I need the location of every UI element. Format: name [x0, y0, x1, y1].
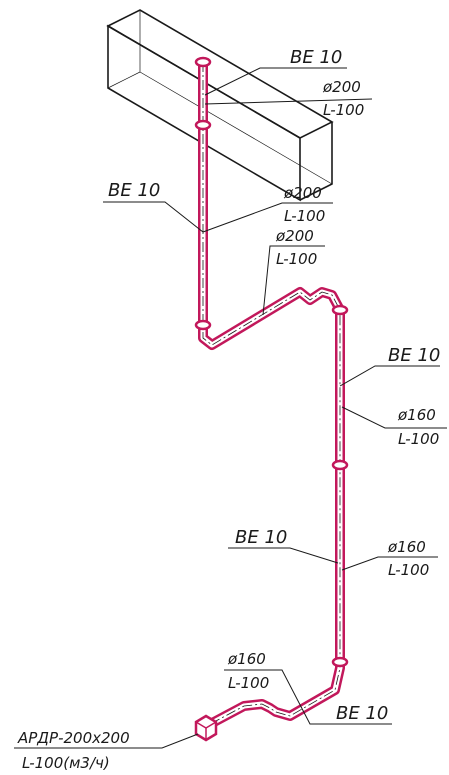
callout-bottom-name: BE 10 [336, 703, 388, 724]
duct-route [194, 56, 349, 733]
callout-right-upper: BE 10 ø160 L-100 [339, 345, 447, 448]
callout-right-lower-len: L-100 [388, 561, 429, 579]
diffuser-icon [194, 714, 218, 742]
callout-right-lower-dia: ø160 [387, 538, 426, 556]
callout-top: BE 10 ø200 L-100 [204, 47, 373, 119]
callout-top-len: L-100 [323, 101, 364, 119]
callout-bottom: ø160 L-100 BE 10 [224, 650, 392, 725]
callout-right-upper-name: BE 10 [388, 345, 440, 366]
duct-joint-2 [194, 319, 212, 331]
callout-right-lower-name: BE 10 [235, 527, 287, 548]
callout-horizontal-dia: ø200 [275, 227, 314, 245]
diffuser-name: АРДР-200х200 [17, 729, 130, 747]
diffuser-flow: L-100(м3/ч) [22, 754, 110, 772]
callout-right-lower: BE 10 ø160 L-100 [228, 527, 438, 579]
duct-joint-1 [194, 119, 212, 131]
callout-right-upper-len: L-100 [398, 430, 439, 448]
callout-right-upper-dia: ø160 [397, 406, 436, 424]
callout-horizontal-len: L-100 [276, 250, 317, 268]
duct-joint-4 [331, 459, 349, 471]
air-duct-box [106, 9, 334, 202]
callout-top-dia: ø200 [322, 78, 361, 96]
callout-upper-dia: ø200 [283, 184, 322, 202]
duct-joint-3 [331, 304, 349, 316]
callout-bottom-len: L-100 [228, 674, 269, 692]
callout-vertical-upper: BE 10 ø200 L-100 [103, 180, 333, 233]
callout-upper-len: L-100 [284, 207, 325, 225]
callout-upper-name: BE 10 [108, 180, 160, 201]
callout-horizontal-upper: ø200 L-100 [262, 227, 325, 316]
callout-top-name: BE 10 [290, 47, 342, 68]
duct-collar-top [194, 56, 212, 68]
callout-bottom-dia: ø160 [227, 650, 266, 668]
duct-joint-5 [331, 656, 349, 668]
callout-diffuser: АРДР-200х200 L-100(м3/ч) [14, 729, 199, 772]
